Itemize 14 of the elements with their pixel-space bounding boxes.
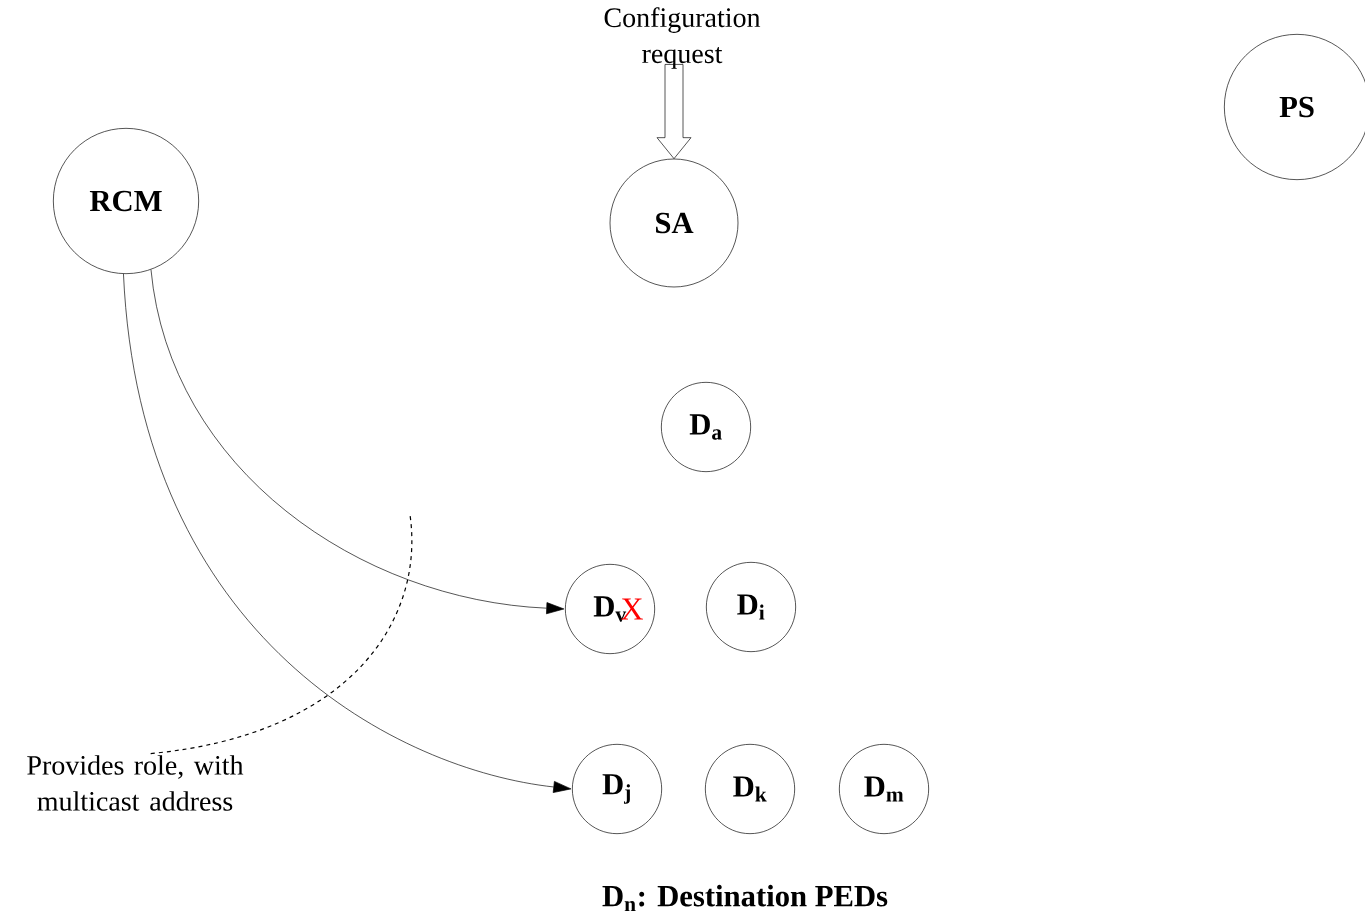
circle-node: SA — [609, 158, 739, 288]
circle-node: D$_{a}$ — [661, 382, 751, 472]
circle-node: D$_{j}$ — [572, 744, 662, 834]
circle-node: D$_{i}$ — [706, 562, 796, 652]
curved-arrow — [150, 269, 565, 615]
circle-node: D$_{k}$ — [705, 744, 795, 834]
circle-node: RCM — [53, 128, 199, 274]
note-text: D$_{n}$: Destination PEDs — [602, 884, 888, 912]
note-text: Provides role, with multicast address — [27, 755, 244, 811]
note-text: Configuration request — [604, 7, 761, 69]
curved-arrow — [123, 273, 572, 793]
leader-line — [150, 514, 413, 755]
hollow-arrow — [656, 64, 692, 159]
circle-node: D$_{m}$ — [839, 744, 929, 834]
